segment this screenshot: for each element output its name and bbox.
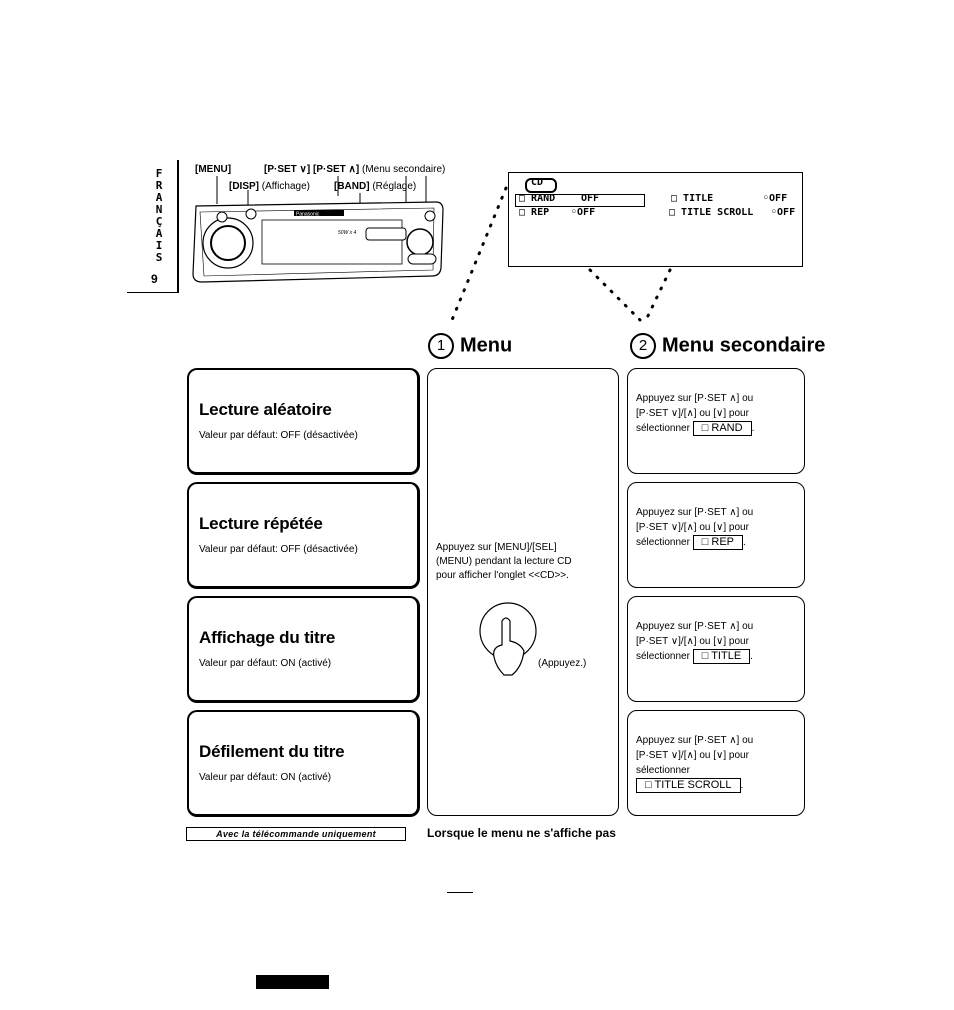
language-side-tab: F R A N Ç A I S 9 [127, 160, 179, 293]
instruction-card-rep: Appuyez sur [P·SET ∧] ou [P·SET ∨]/[∧] o… [627, 482, 805, 588]
language-letters: F R A N Ç A I S [151, 168, 167, 264]
lcd-title-scroll-value: ◦OFF [771, 207, 796, 218]
option-box: □ TITLE SCROLL [636, 778, 741, 793]
feature-default: Valeur par défaut: OFF (désactivée) [199, 430, 358, 441]
feature-default: Valeur par défaut: ON (activé) [199, 772, 332, 783]
car-stereo-illustration: Panasonic 50W x 4 [192, 176, 444, 283]
feature-default: Valeur par défaut: OFF (désactivée) [199, 544, 358, 555]
instruction-card-title: Appuyez sur [P·SET ∧] ou [P·SET ∨]/[∧] o… [627, 596, 805, 702]
feature-card-title-scroll: Défilement du titre Valeur par défaut: O… [187, 710, 420, 817]
lcd-title: □ TITLE [671, 193, 714, 204]
instruction-card-rand: Appuyez sur [P·SET ∧] ou [P·SET ∨]/[∧] o… [627, 368, 805, 474]
band-key-label: [BAND] (Réglage) [334, 181, 417, 192]
lcd-rep: □ REP [519, 207, 550, 218]
option-box: □ RAND [692, 421, 752, 436]
no-menu-note: Lorsque le menu ne s'affiche pas [427, 826, 616, 840]
option-box: □ REP [692, 535, 744, 550]
press-label: (Appuyez.) [538, 658, 587, 669]
brand-text: Panasonic [296, 212, 320, 218]
lcd-title-value: ◦OFF [763, 193, 788, 204]
side-letter: R [155, 179, 163, 192]
feature-title: Affichage du titre [199, 628, 336, 647]
feature-card-title: Affichage du titre Valeur par défaut: ON… [187, 596, 420, 703]
side-letter: N [155, 203, 163, 216]
feature-title: Lecture aléatoire [199, 400, 332, 419]
feature-title: Lecture répétée [199, 514, 323, 533]
instruction-text: Appuyez sur [P·SET ∧] ou [P·SET ∨]/[∧] o… [636, 621, 754, 664]
divider [447, 892, 473, 893]
side-letter: S [155, 251, 163, 264]
instruction-text: Appuyez sur [P·SET ∧] ou [P·SET ∨]/[∧] o… [636, 507, 754, 550]
remote-only-note: Avec la télécommande uniquement [186, 827, 406, 841]
menu-instruction-text: Appuyez sur [MENU]/[SEL] (MENU) pendant … [436, 542, 572, 581]
lcd-title-scroll: □ TITLE SCROLL [669, 207, 754, 218]
lcd-rand: □ RAND [519, 193, 556, 204]
option-box: □ TITLE [692, 649, 751, 664]
lcd-rep-value: ◦OFF [571, 207, 596, 218]
side-letter: A [155, 191, 163, 204]
side-letter: I [155, 239, 163, 252]
side-letter: Ç [155, 215, 163, 228]
side-letter: F [155, 167, 163, 180]
feature-title: Défilement du titre [199, 742, 345, 761]
feature-card-random: Lecture aléatoire Valeur par défaut: OFF… [187, 368, 420, 475]
side-letter: A [155, 227, 163, 240]
feature-default: Valeur par défaut: ON (activé) [199, 658, 332, 669]
menu-instruction-card: Appuyez sur [MENU]/[SEL] (MENU) pendant … [427, 368, 619, 816]
instruction-text: Appuyez sur [P·SET ∧] ou [P·SET ∨]/[∧] o… [636, 735, 754, 793]
power-text: 50W x 4 [338, 230, 357, 236]
black-bar [256, 975, 329, 989]
dotted-connectors [450, 186, 672, 322]
menu-key-label: [MENU] [195, 164, 232, 175]
lcd-tab-cd: CD [531, 177, 544, 188]
lcd-display-enlarged: CD □ RAND OFF □ REP ◦OFF □ TITLE ◦OFF □ … [508, 172, 803, 267]
disp-key-label: [DISP] (Affichage) [229, 181, 310, 192]
feature-card-repeat: Lecture répétée Valeur par défaut: OFF (… [187, 482, 420, 589]
instruction-text: Appuyez sur [P·SET ∧] ou [P·SET ∨]/[∧] o… [636, 393, 755, 436]
instruction-card-title-scroll: Appuyez sur [P·SET ∧] ou [P·SET ∨]/[∧] o… [627, 710, 805, 816]
press-knob-illustration [479, 602, 537, 676]
lcd-rand-value: OFF [581, 193, 600, 204]
pset-keys-label: [P·SET ∨] [P·SET ∧] (Menu secondaire) [264, 164, 446, 175]
page-number: 9 [151, 272, 158, 286]
